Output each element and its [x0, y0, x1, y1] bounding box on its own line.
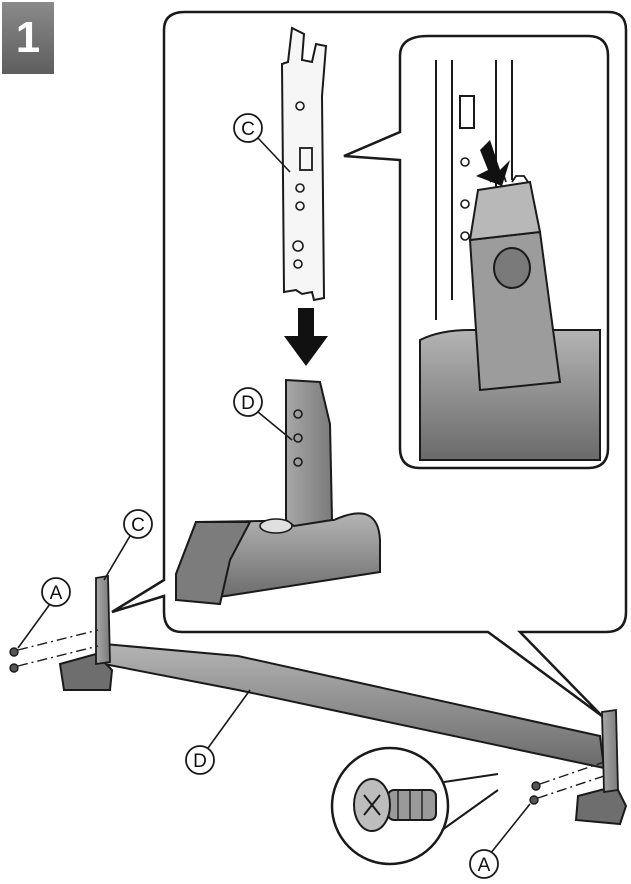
- svg-text:A: A: [478, 855, 491, 876]
- base-d-lower: [58, 574, 628, 826]
- base-d-upper: [175, 378, 381, 606]
- down-arrow-icon: [476, 140, 510, 186]
- leader-lines: [17, 137, 531, 855]
- svg-text:D: D: [241, 393, 255, 414]
- callout-a-left: A: [41, 577, 71, 607]
- callout-d-lower: D: [185, 745, 215, 775]
- callout-a-right: A: [469, 849, 499, 879]
- callout-d-upper: D: [233, 387, 263, 417]
- callout-c-upper: C: [233, 113, 263, 143]
- down-arrow-icon: [284, 308, 328, 366]
- detail-inset: [343, 34, 610, 470]
- svg-text:C: C: [131, 515, 145, 536]
- callout-c-lower: C: [123, 509, 153, 539]
- bracket-c-upper: [280, 26, 328, 302]
- svg-text:A: A: [50, 583, 63, 604]
- step-number-badge: 1: [2, 2, 54, 74]
- svg-text:D: D: [193, 751, 207, 772]
- screw-icon: [529, 761, 605, 805]
- screw-icon: [9, 629, 99, 673]
- svg-text:C: C: [241, 119, 255, 140]
- screw-magnifier: [330, 746, 499, 866]
